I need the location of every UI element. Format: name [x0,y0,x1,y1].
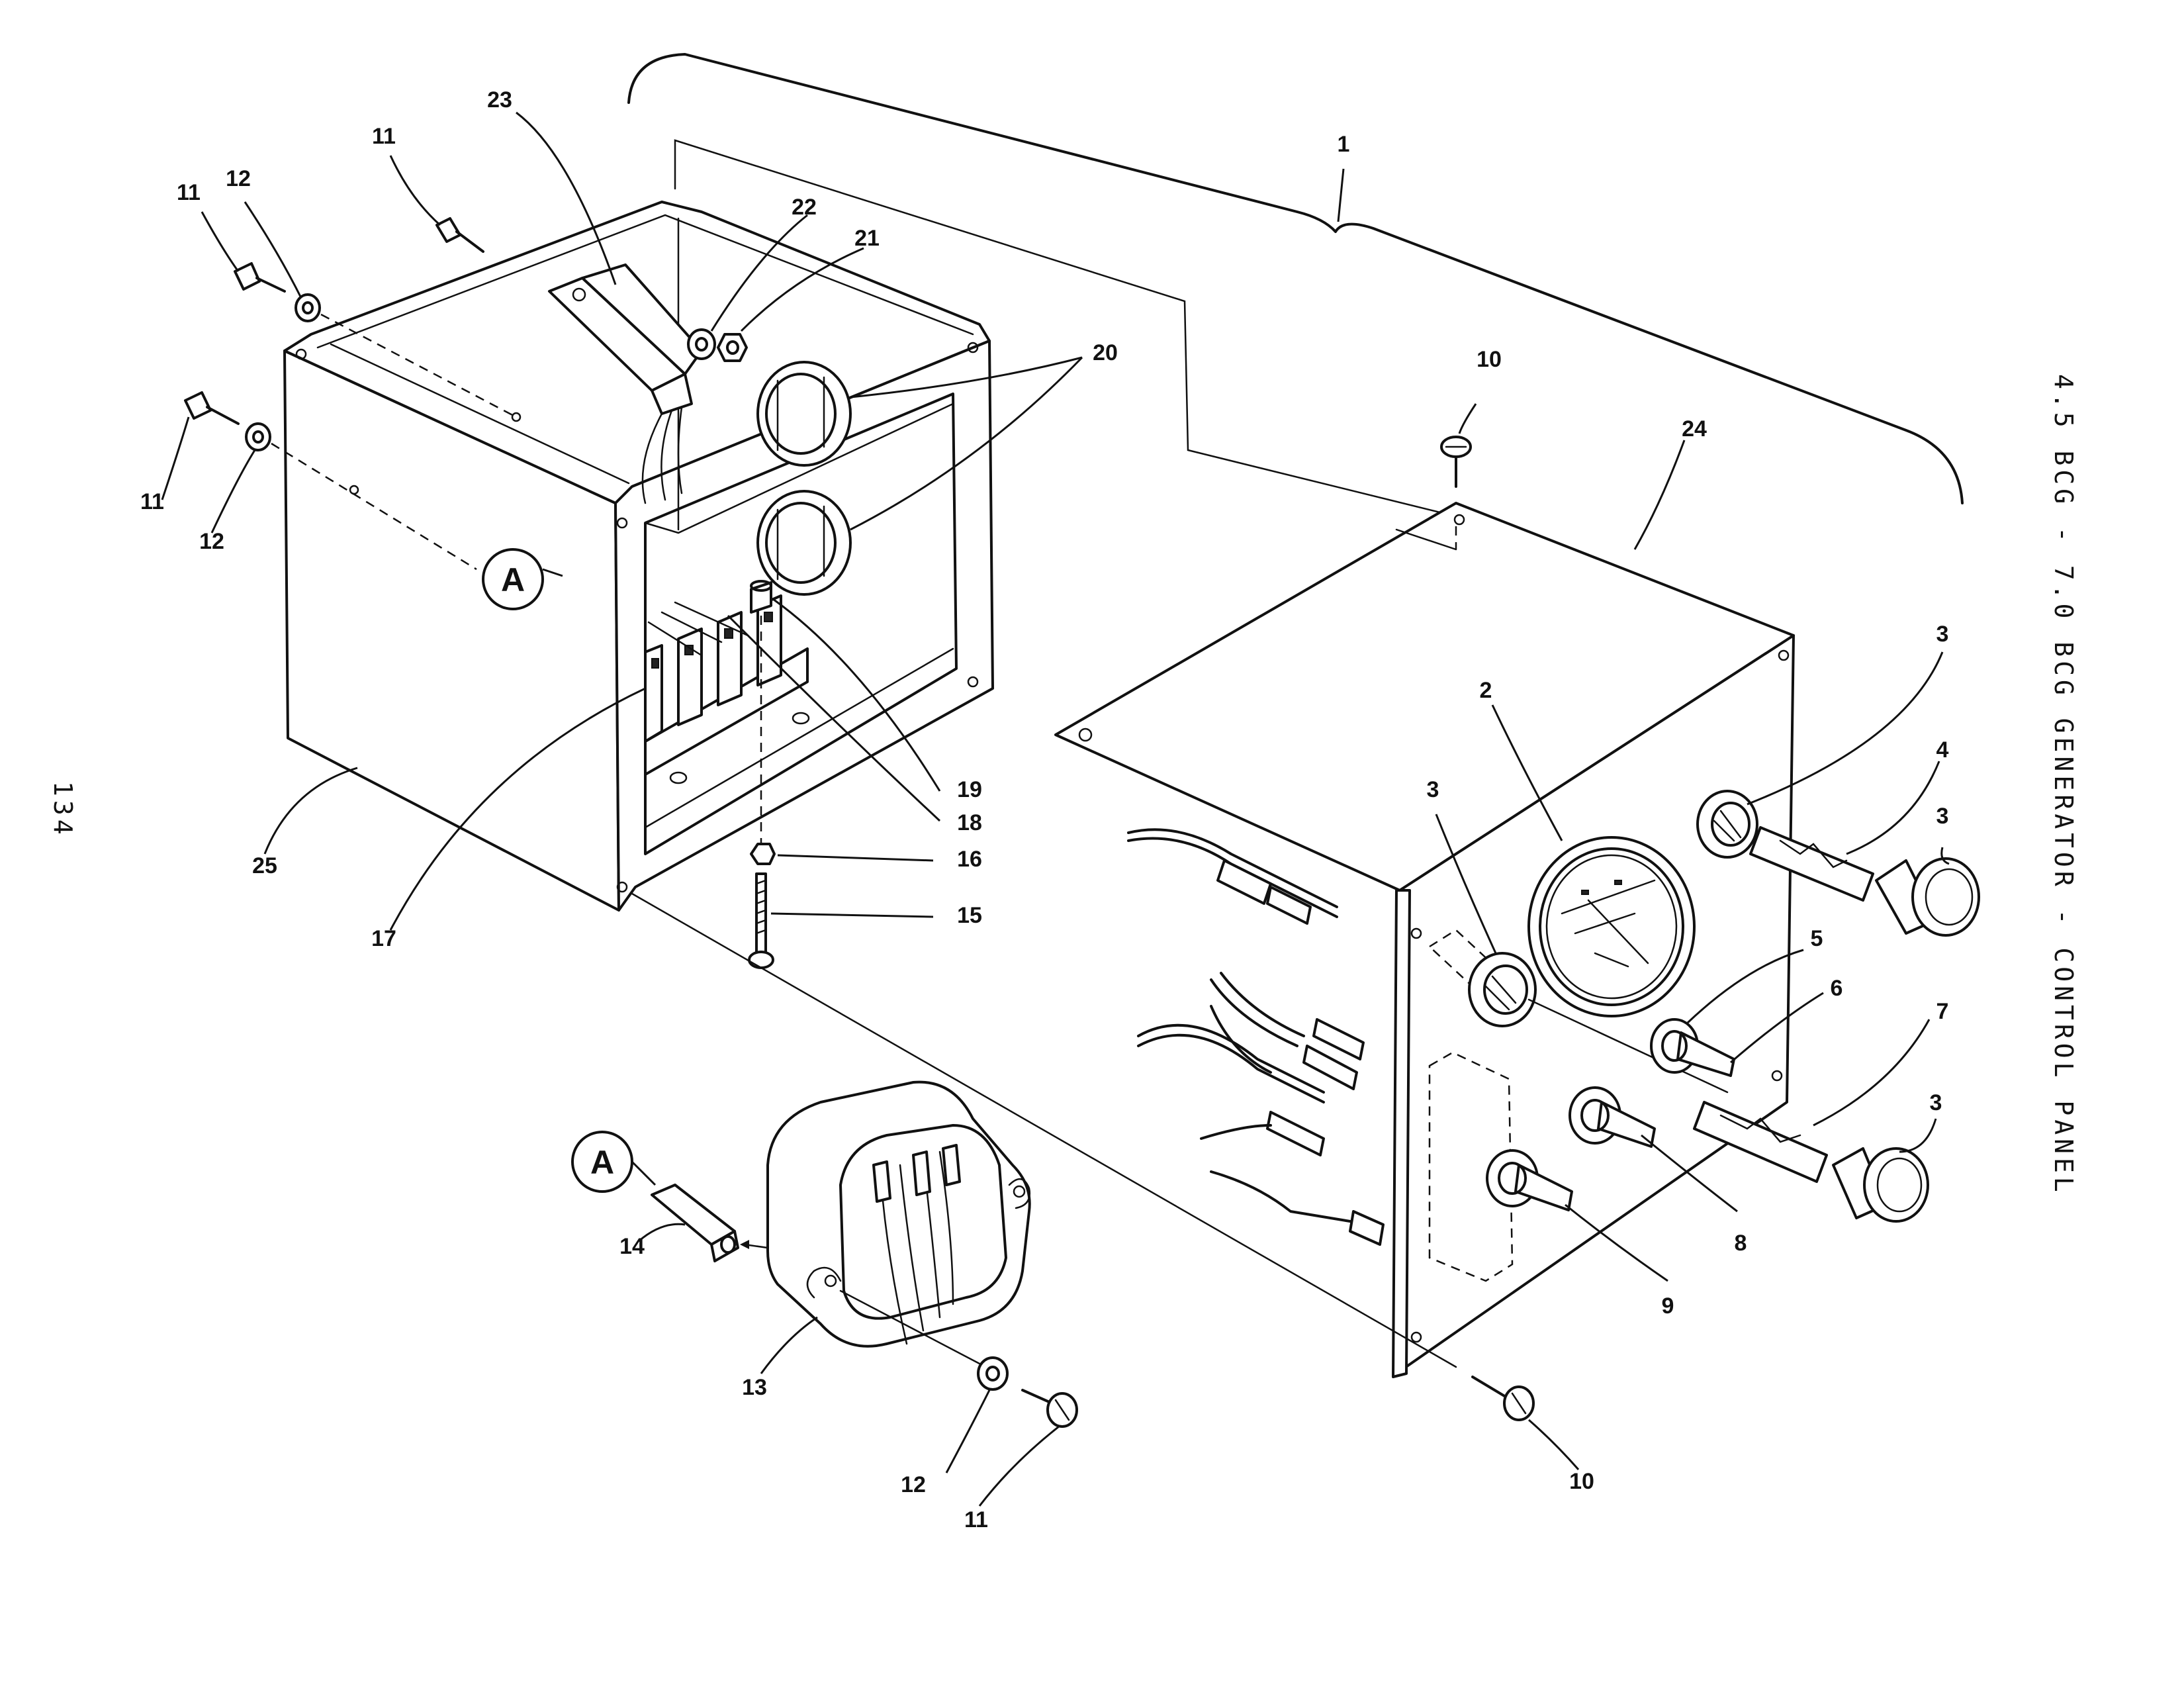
toggle-switch-8 [1569,1086,1656,1148]
callout-11-top: 11 [372,124,396,149]
screw-11-top [435,217,484,253]
nut-21 [717,333,748,362]
alignment-line-3 [1527,998,1729,1094]
nut-16 [750,843,776,865]
callout-22: 22 [792,195,817,220]
callout-12-jbox: 12 [901,1472,926,1497]
callout-2: 2 [1480,678,1492,703]
standoff-14 [651,1184,739,1262]
toggle-switch-upper [1650,1018,1735,1077]
callout-11-left-lower: 11 [140,489,164,514]
callout-3-panel: 3 [1427,777,1439,802]
fuse-7 [1693,1101,1828,1183]
screw-10-top [1440,436,1472,488]
detail-label-a-lower: A [590,1144,614,1181]
callout-11-jbox: 11 [964,1507,988,1532]
callout-3-top-right: 3 [1936,622,1949,647]
washer-12-lower [245,422,271,451]
callout-18: 18 [957,810,982,835]
callout-6: 6 [1831,976,1843,1001]
callout-4: 4 [1936,737,1949,763]
callout-19: 19 [957,777,982,802]
fuse-holder-left [1468,952,1537,1027]
dashed-line-lower [271,442,477,571]
screw-15 [748,872,774,969]
screw-11-jbox [1021,1389,1078,1428]
callout-16: 16 [957,847,982,872]
washer-12-jbox [977,1356,1009,1391]
arrow-14-head [740,1240,749,1249]
bushing-lower [756,490,852,596]
alignment-line-jbox [839,1289,981,1365]
callout-25: 25 [252,853,277,878]
callout-3-cap-lower: 3 [1930,1090,1942,1115]
screw-10-bottom [1471,1376,1535,1421]
standoff-19 [750,580,772,614]
alignment-line-top [674,139,1457,518]
junction-box [766,1080,1031,1348]
dashed-line-upper [320,313,517,418]
detail-marker-a-lower: A [571,1131,633,1193]
fuse-cap-upper [1875,857,1980,937]
washer-12-upper [295,293,321,322]
callout-17: 17 [371,926,396,951]
rear-enclosure [283,201,994,912]
callout-23: 23 [487,87,512,113]
callout-24: 24 [1682,416,1707,442]
callout-10-top: 10 [1477,347,1502,372]
callout-5: 5 [1811,926,1823,951]
relay [548,263,703,504]
screw-11-left-upper [234,262,286,293]
callout-10-bottom: 10 [1569,1469,1594,1494]
callout-13: 13 [742,1375,767,1400]
callout-20: 20 [1093,340,1118,365]
page-number: 134 [48,781,77,839]
callout-14: 14 [619,1234,645,1259]
fuse-holder-upper [1696,790,1758,859]
callout-8: 8 [1735,1231,1747,1256]
detail-label-a-upper: A [501,561,525,598]
detail-marker-a-upper: A [482,548,544,610]
callout-1: 1 [1338,132,1350,157]
wire-harness [1127,828,1385,1246]
washer-22 [687,328,716,360]
fuse-holder-hidden [1428,929,1504,991]
callout-12-left-lower: 12 [199,529,224,554]
callout-12-left-upper: 12 [226,166,251,191]
assembly-bracket [627,53,1964,504]
callout-9: 9 [1662,1293,1674,1319]
switch-housing-hidden [1428,1051,1514,1282]
terminal-block [644,594,809,776]
fuse-cap-lower [1832,1147,1929,1223]
gauge [1527,836,1696,1017]
screw-11-left-lower [184,391,240,425]
callout-11-left-upper: 11 [177,180,201,205]
toggle-switch-9 [1486,1149,1573,1211]
callout-15: 15 [957,903,982,928]
callout-21: 21 [854,226,880,251]
callout-7: 7 [1936,999,1949,1024]
leader-lines [161,111,1950,1507]
bushing-upper [756,361,852,467]
callout-3-cap-upper: 3 [1936,804,1949,829]
alignment-line-bottom [631,892,1457,1368]
fuse-4 [1749,826,1874,902]
side-title: 4.5 BCG - 7.0 BCG GENERATOR - CONTROL PA… [2049,374,2078,1196]
callout-labels: 1 24 10 2 3 3 4 3 5 6 7 3 8 9 10 23 22 2… [140,87,1949,1532]
